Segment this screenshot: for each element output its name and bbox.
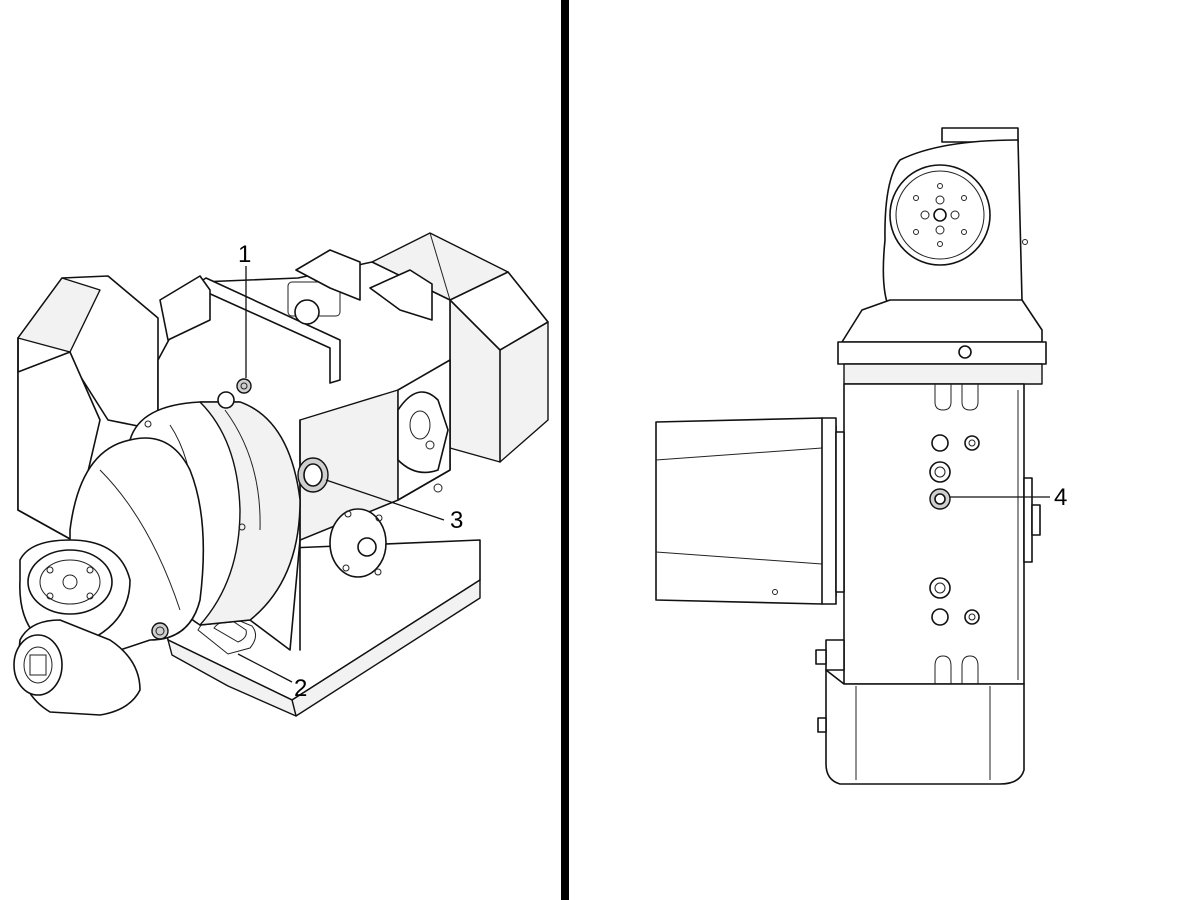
right-motor-housing (371, 232, 549, 463)
callouts-right: 4 (950, 484, 1067, 511)
isometric-view: 1 3 2 (13, 232, 549, 717)
callout-2-target-plug (151, 622, 169, 640)
bottom-housing (815, 639, 1025, 785)
side-view: 4 (655, 127, 1067, 785)
callout-1-label: 1 (238, 241, 251, 268)
view-divider (561, 0, 569, 900)
callouts-left: 1 3 2 (237, 241, 463, 702)
top-housing (882, 127, 1028, 326)
left-motor-housing (17, 275, 159, 541)
callout-3-leader (325, 479, 445, 521)
callout-4-label: 4 (1054, 484, 1067, 511)
neck (837, 299, 1047, 385)
main-plate (843, 383, 1041, 685)
side-motor (655, 417, 845, 605)
callout-3-label: 3 (450, 507, 463, 534)
output-flange (13, 619, 141, 716)
callout-2-leader (237, 653, 293, 683)
callout-2-label: 2 (294, 675, 307, 702)
swivel-arm (19, 437, 205, 651)
callout-1-target-screw (236, 378, 252, 394)
